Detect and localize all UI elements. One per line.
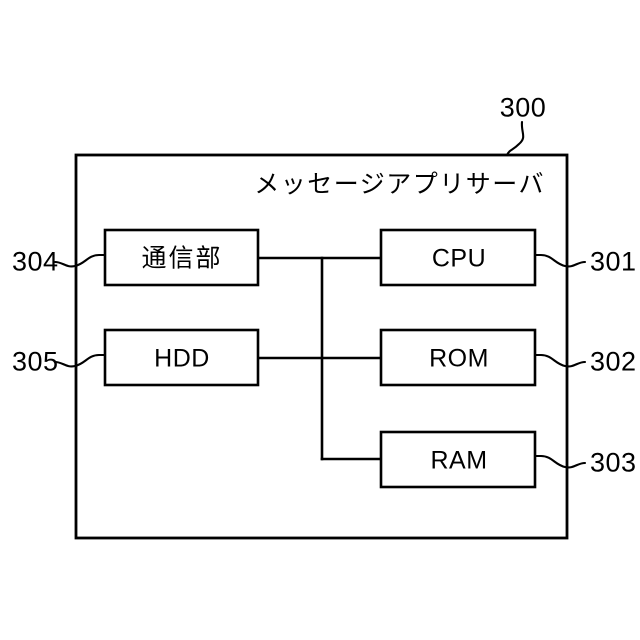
block-label-hdd: HDD [154,344,210,373]
block-label-ram: RAM [430,446,488,475]
server-frame-title: メッセージアプリサーバ [254,170,545,199]
reference-numeral-303: 303 [590,447,637,478]
block-label-communication-unit: 通信部 [141,244,223,273]
block-communication-unit [103,228,260,287]
reference-numeral-304: 304 [12,246,59,277]
block-ram [379,430,537,489]
leader-line-304 [53,253,107,268]
reference-numeral-301: 301 [590,246,637,277]
leader-line-305 [53,353,107,368]
leader-line-302 [533,353,587,368]
block-hdd [103,328,260,387]
reference-numeral-305: 305 [12,346,59,377]
leader-line-303 [533,454,587,469]
block-rom [379,328,537,387]
server-frame [74,153,569,540]
block-cpu [379,228,537,287]
leader-line-301 [533,253,587,268]
block-label-cpu: CPU [431,244,487,273]
block-label-rom: ROM [429,344,489,373]
leader-line-300 [505,120,525,157]
reference-numeral-300: 300 [499,92,547,123]
reference-numeral-302: 302 [590,346,637,377]
